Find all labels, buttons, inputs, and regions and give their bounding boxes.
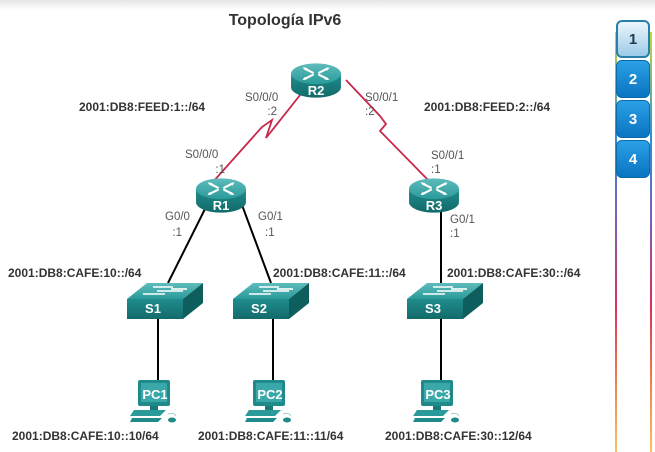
switch-s2-label: S2 [251, 301, 267, 316]
r1-s000-interface: S0/0/0 [185, 149, 218, 161]
r1-g00-host: :1 [172, 227, 182, 239]
r3-g01-host: :1 [450, 228, 460, 240]
router-r2-label: R2 [308, 83, 325, 98]
pc2-address: 2001:DB8:CAFE:11::11/64 [198, 429, 344, 443]
step-button-3[interactable]: 3 [616, 100, 650, 138]
r2-s001-interface: S0/0/1 [365, 92, 398, 104]
serial-link-r1-r2 [211, 79, 313, 184]
router-r3-label: R3 [426, 198, 443, 213]
r3-s001-interface: S0/0/1 [431, 150, 464, 162]
r2-s001-host: :2 [365, 106, 375, 118]
network-label-r2-r3: 2001:DB8:FEED:2::/64 [424, 100, 550, 114]
rail-line-left [615, 32, 617, 452]
switch-s3[interactable]: S3 [406, 283, 484, 319]
pc-pc2[interactable]: PC2 [244, 380, 292, 424]
pc-pc1[interactable]: PC1 [129, 380, 177, 424]
network-label-r1-s1: 2001:DB8:CAFE:10::/64 [8, 266, 142, 280]
step-navigation: 1 2 3 4 [613, 12, 653, 452]
top-bar [0, 0, 655, 10]
pc2-label: PC2 [257, 387, 282, 402]
router-r2[interactable]: R2 [290, 62, 342, 99]
rail-line-right [650, 32, 652, 452]
pc3-address: 2001:DB8:CAFE:30::12/64 [385, 429, 532, 443]
step-button-2[interactable]: 2 [616, 60, 650, 98]
r1-g00-interface: G0/0 [165, 211, 190, 223]
pc1-address: 2001:DB8:CAFE:10::10/64 [12, 429, 159, 443]
router-r1[interactable]: R1 [195, 177, 247, 214]
r1-g01-interface: G0/1 [258, 211, 283, 223]
ethernet-link-r1-s2 [241, 204, 272, 284]
step-button-1[interactable]: 1 [616, 20, 650, 58]
network-label-r3-s3: 2001:DB8:CAFE:30::/64 [447, 266, 581, 280]
step-button-4[interactable]: 4 [616, 140, 650, 178]
switch-s3-label: S3 [425, 301, 441, 316]
diagram-title: Topología IPv6 [228, 12, 342, 29]
r1-s000-host: :1 [215, 164, 225, 176]
network-label-r1-r2: 2001:DB8:FEED:1::/64 [79, 100, 205, 114]
r1-g01-host: :1 [265, 227, 275, 239]
switch-s2[interactable]: S2 [232, 283, 310, 319]
router-r1-label: R1 [213, 198, 230, 213]
topology-diagram: R2 R1 R3 S1 S2 S3 PC1 PC2 PC3 2001:DB8:F… [8, 62, 581, 443]
switch-s1[interactable]: S1 [126, 283, 204, 319]
r2-s000-host: :2 [267, 106, 277, 118]
r3-s001-host: :1 [431, 164, 441, 176]
r3-g01-interface: G0/1 [450, 214, 475, 226]
serial-link-r2-r3 [345, 79, 431, 183]
router-r3[interactable]: R3 [408, 177, 460, 214]
ethernet-link-r1-s1 [167, 204, 208, 284]
pc-pc3[interactable]: PC3 [412, 380, 460, 424]
network-label-r1-s2: 2001:DB8:CAFE:11::/64 [273, 266, 406, 280]
pc3-label: PC3 [425, 387, 450, 402]
r2-s000-interface: S0/0/0 [245, 92, 278, 104]
pc1-label: PC1 [142, 387, 167, 402]
switch-s1-label: S1 [145, 301, 161, 316]
